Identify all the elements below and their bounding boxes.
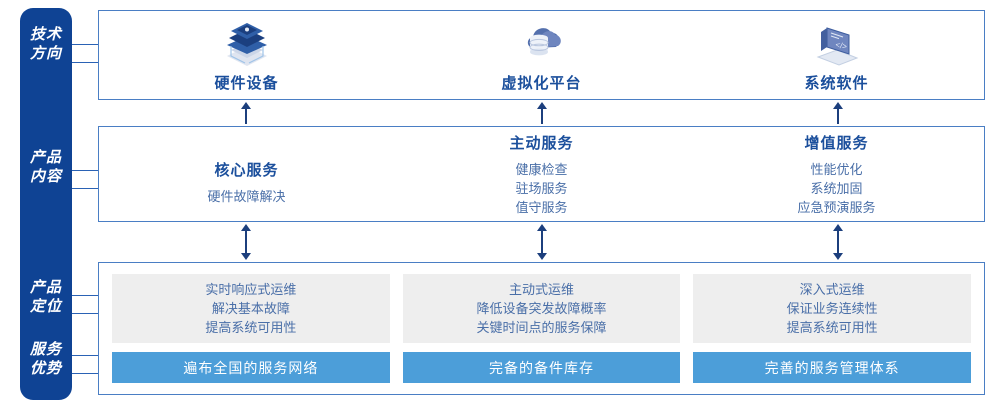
positioning-line: 深入式运维: [799, 282, 865, 297]
cloud-database-icon: [514, 18, 570, 70]
advantage-row: 遍布全国的服务网络 完备的备件库存 完善的服务管理体系: [112, 352, 972, 383]
positioning-line: 提高系统可用性: [205, 320, 297, 335]
sidebar-panel: [20, 8, 72, 400]
positioning-line: 关键时间点的服务保障: [476, 320, 607, 335]
connector-line: [72, 355, 98, 356]
sidebar-label-line: 定位: [29, 298, 62, 315]
arrow-up: [832, 102, 844, 124]
tech-column-virtualization[interactable]: 虚拟化平台: [394, 11, 689, 99]
tech-label: 硬件设备: [214, 74, 279, 92]
advantage-bar-spare-parts[interactable]: 完备的备件库存: [402, 352, 681, 383]
content-column-core-service[interactable]: 核心服务 硬件故障解决: [99, 127, 394, 221]
sidebar-label-line: 服务: [29, 341, 62, 358]
positioning-card-proactive[interactable]: 主动式运维 降低设备突发故障概率 关键时间点的服务保障: [402, 274, 681, 343]
content-item: 值守服务: [515, 199, 568, 215]
laptop-code-icon: </>: [809, 18, 865, 70]
content-title: 主动服务: [509, 134, 574, 152]
sidebar-label-line: 优势: [29, 360, 62, 377]
advantage-bar-service-network[interactable]: 遍布全国的服务网络: [112, 352, 390, 383]
tech-label: 系统软件: [804, 74, 869, 92]
positioning-line: 降低设备突发故障概率: [476, 301, 607, 316]
positioning-row: 实时响应式运维 解决基本故障 提高系统可用性 主动式运维 降低设备突发故障概率 …: [112, 274, 972, 343]
positioning-card-indepth[interactable]: 深入式运维 保证业务连续性 提高系统可用性: [693, 274, 972, 343]
positioning-line: 主动式运维: [509, 282, 575, 297]
connector-line: [72, 188, 98, 189]
content-item: 驻场服务: [515, 180, 568, 196]
sidebar-item-service-advantage[interactable]: 服务 优势: [20, 340, 72, 378]
connector-line: [72, 62, 98, 63]
sidebar-item-product-content[interactable]: 产品 内容: [20, 148, 72, 186]
positioning-line: 提高系统可用性: [786, 320, 878, 335]
advantage-bar-management-system[interactable]: 完善的服务管理体系: [693, 352, 972, 383]
sidebar-label-line: 方向: [29, 45, 62, 62]
arrow-up: [240, 102, 252, 124]
tech-column-hardware[interactable]: 硬件设备: [99, 11, 394, 99]
connector-line: [72, 313, 98, 314]
content-item: 应急预演服务: [797, 199, 876, 215]
connector-line: [72, 295, 98, 296]
sidebar-label-line: 产品: [29, 149, 62, 166]
arrow-double: [536, 224, 548, 260]
content-item: 硬件故障解决: [207, 188, 286, 204]
sidebar-label-line: 技术: [29, 26, 62, 43]
positioning-line: 保证业务连续性: [786, 301, 878, 316]
content-item: 系统加固: [810, 180, 863, 196]
arrow-up: [536, 102, 548, 124]
content-item: 健康检查: [515, 161, 568, 177]
product-content-box: 核心服务 硬件故障解决 主动服务 健康检查 驻场服务 值守服务 增值服务 性能优…: [98, 126, 985, 222]
connector-line: [72, 170, 98, 171]
positioning-card-realtime[interactable]: 实时响应式运维 解决基本故障 提高系统可用性: [112, 274, 390, 343]
content-column-proactive-service[interactable]: 主动服务 健康检查 驻场服务 值守服务: [394, 127, 689, 221]
sidebar-item-product-position[interactable]: 产品 定位: [20, 278, 72, 316]
tech-column-system-software[interactable]: </> 系统软件: [689, 11, 984, 99]
arrow-double: [832, 224, 844, 260]
connector-line: [72, 373, 98, 374]
tech-direction-box: 硬件设备 虚拟化平台: [98, 10, 985, 100]
connector-line: [72, 44, 98, 45]
sidebar-label-line: 内容: [29, 168, 62, 185]
arrow-double: [240, 224, 252, 260]
content-item: 性能优化: [810, 161, 863, 177]
content-title: 核心服务: [214, 161, 279, 179]
sidebar-item-tech-direction[interactable]: 技术 方向: [20, 25, 72, 63]
content-title: 增值服务: [804, 134, 869, 152]
server-stack-icon: [219, 18, 275, 70]
positioning-line: 解决基本故障: [211, 301, 290, 316]
svg-text:</>: </>: [834, 40, 848, 51]
positioning-advantage-box: 实时响应式运维 解决基本故障 提高系统可用性 主动式运维 降低设备突发故障概率 …: [98, 262, 985, 395]
content-column-value-added-service[interactable]: 增值服务 性能优化 系统加固 应急预演服务: [689, 127, 984, 221]
tech-label: 虚拟化平台: [501, 74, 582, 92]
sidebar-label-line: 产品: [29, 279, 62, 296]
positioning-line: 实时响应式运维: [205, 282, 297, 297]
